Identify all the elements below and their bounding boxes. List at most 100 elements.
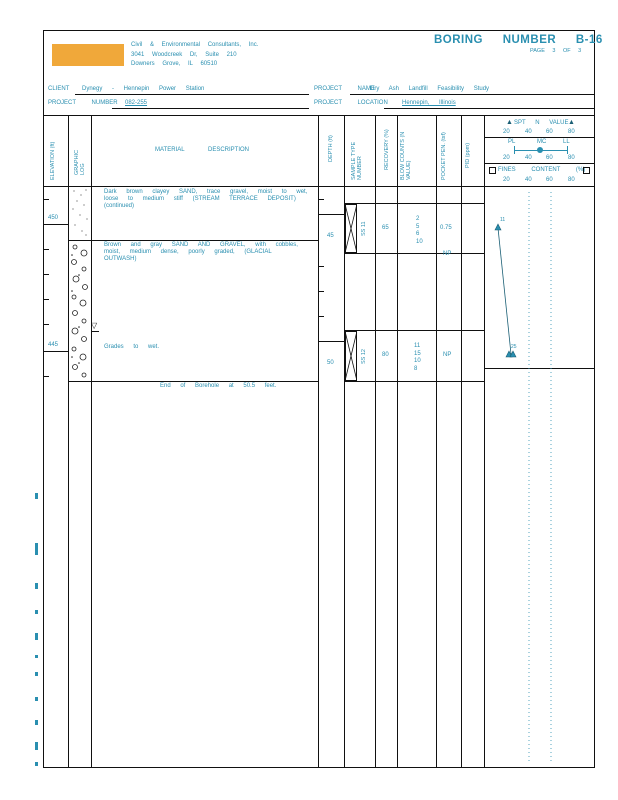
- ll-label: LL: [563, 139, 570, 145]
- fines-tick-20: 20: [503, 177, 510, 183]
- depth-tick: [318, 214, 344, 215]
- pl-label: PL: [508, 139, 516, 145]
- atterberg-tick-20: 20: [503, 155, 510, 161]
- outer-border-right: [594, 30, 595, 768]
- spt-divider: [484, 137, 594, 138]
- depth-45: 45: [327, 233, 334, 239]
- spt-tick-80: 80: [568, 129, 575, 135]
- margin-mark: [35, 655, 38, 658]
- elev-tick: [43, 199, 49, 200]
- col-sep-blows: [436, 115, 437, 767]
- col-header-sample: SAMPLE TYPE NUMBER: [351, 141, 363, 180]
- col-sep-pid: [484, 115, 485, 767]
- recovery-2: 80: [382, 352, 389, 358]
- spt-tick-40: 40: [525, 129, 532, 135]
- client-underline: [75, 94, 309, 95]
- margin-mark: [35, 633, 38, 640]
- sample2-top: [344, 330, 484, 331]
- depth-tick: [318, 266, 324, 267]
- col-sep-recovery: [397, 115, 398, 767]
- fines-label: FINES CONTENT (%): [498, 167, 586, 173]
- margin-mark: [35, 672, 38, 676]
- company-address: 3041 Woodcreek Dr, Suite 210: [131, 52, 237, 58]
- sample2-split-spoon-icon: [345, 331, 357, 381]
- stratum-boundary-end: [68, 381, 318, 382]
- spt-label: SPT N VALUE: [514, 120, 569, 126]
- elev-tick: [43, 299, 49, 300]
- col-header-elevation: ELEVATION (ft): [50, 141, 56, 180]
- atterberg-divider: [484, 163, 594, 164]
- company-city: Downers Grove, IL 60510: [131, 61, 218, 67]
- water-level-underline: [91, 331, 99, 332]
- blow-counts-1: 2 5 6 10: [416, 216, 423, 245]
- margin-mark: [35, 697, 38, 701]
- material-description-2: Brown and gray SAND AND GRAVEL, with cob…: [104, 242, 298, 262]
- np-2: NP: [443, 352, 452, 358]
- boring-title: BORING NUMBER B-16: [434, 34, 603, 46]
- atterberg-tick-60: 60: [546, 155, 553, 161]
- elev-445: 445: [48, 342, 59, 348]
- fines-tick-40: 40: [525, 177, 532, 183]
- fines-tick-80: 80: [568, 177, 575, 183]
- elev-tick: [43, 274, 49, 275]
- atterberg-mc-marker: [537, 147, 543, 153]
- blow-counts-2: 11 15 10 8: [414, 343, 421, 372]
- material-description-1: Dark brown clayey SAND, trace gravel, mo…: [104, 189, 308, 209]
- spt-triangle-right-icon: ▲: [568, 119, 575, 126]
- elev-tick: [43, 351, 68, 352]
- spt-graph: [494, 192, 552, 762]
- depth-tick: [318, 316, 324, 317]
- col-sep-log: [91, 115, 92, 767]
- margin-mark: [35, 742, 38, 750]
- margin-mark: [35, 493, 38, 499]
- col-header-recovery: RECOVERY (%): [384, 129, 390, 170]
- margin-mark: [35, 543, 38, 555]
- pocket-pen-1: 0.75: [440, 225, 452, 231]
- col-sep-pp: [461, 115, 462, 767]
- fines-square-left-icon: [489, 167, 496, 174]
- project-number-value: 082-255: [125, 100, 148, 106]
- depth-tick: [318, 199, 324, 200]
- col-header-pid: PID (ppm): [465, 142, 471, 168]
- atterberg-ll-tick: [567, 146, 568, 154]
- atterberg-tick-40: 40: [525, 155, 532, 161]
- depth-50: 50: [327, 360, 334, 366]
- col-header-pp: POCKET PEN. (tsf): [441, 132, 447, 180]
- stratum-boundary-1: [68, 240, 318, 241]
- sample2-id: SS 12: [361, 349, 367, 364]
- col-header-material: MATERIAL DESCRIPTION: [155, 147, 250, 153]
- margin-mark: [35, 762, 38, 766]
- sample1-top: [344, 203, 484, 204]
- project-location-underline: [384, 108, 594, 109]
- company-logo: [52, 44, 124, 66]
- client-label: CLIENT: [48, 86, 70, 92]
- spt-area-boundary: [484, 368, 594, 369]
- elev-450: 450: [48, 215, 59, 221]
- col-header-graphic-log: GRAPHIC LOG: [74, 149, 86, 175]
- page-label: PAGE 3 OF 3: [530, 48, 582, 54]
- spt-tick-60: 60: [546, 129, 553, 135]
- atterberg-tick-80: 80: [568, 155, 575, 161]
- spt-triangle-left-icon: ▲: [506, 119, 513, 126]
- spt-value-2: 25: [511, 344, 517, 350]
- project-number-underline: [112, 108, 309, 109]
- depth-tick: [318, 291, 324, 292]
- col-header-blows: BLOW COUNTS (N VALUE): [400, 131, 412, 180]
- elev-tick: [43, 376, 49, 377]
- header-bottom: [43, 186, 595, 187]
- elev-tick: [43, 224, 68, 225]
- project-location-value: Hennepin, Illinois: [402, 100, 456, 106]
- sample2-bottom: [344, 381, 484, 382]
- project-name-value: Dry Ash Landfill Feasibility Study: [370, 86, 490, 92]
- sample1-split-spoon-icon: [345, 204, 357, 253]
- col-sep-elev: [68, 115, 69, 767]
- np-1: NP: [443, 251, 452, 257]
- material-description-3: Grades to wet.: [104, 344, 160, 350]
- water-level-icon: ▽: [91, 321, 98, 330]
- sample1-id: SS 11: [361, 221, 367, 236]
- recovery-1: 65: [382, 225, 389, 231]
- table-top: [43, 115, 595, 116]
- col-sep-desc: [318, 115, 319, 767]
- graphic-log-pattern: [71, 189, 88, 378]
- col-sep-depth: [344, 115, 345, 767]
